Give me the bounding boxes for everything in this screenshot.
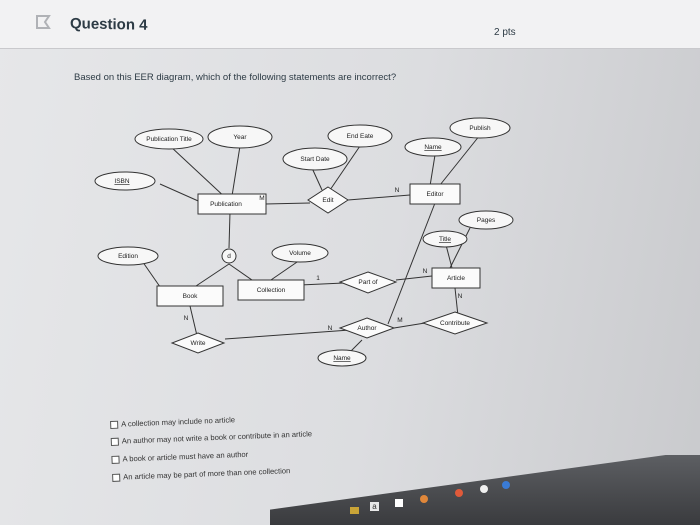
- mail-icon[interactable]: [395, 499, 403, 507]
- card-author-write: N: [328, 325, 333, 332]
- browser-icon[interactable]: [420, 495, 428, 503]
- card-author-contribute: M: [397, 317, 402, 324]
- folder-icon[interactable]: [350, 507, 359, 514]
- app-icon-letter[interactable]: a: [370, 502, 379, 511]
- entity-editor: Editor: [427, 191, 445, 198]
- option-3-checkbox[interactable]: [111, 455, 120, 464]
- entity-book: Book: [183, 293, 199, 300]
- question-header: Question 4 2 pts: [0, 0, 700, 49]
- rel-author: Author: [357, 325, 377, 332]
- rel-write: Write: [190, 340, 205, 347]
- question-prompt: Based on this EER diagram, which of the …: [74, 72, 397, 83]
- attr-edition: Edition: [118, 253, 138, 260]
- card-editor-edit: N: [395, 187, 400, 194]
- card-publication-edit: M: [259, 195, 264, 202]
- attr-author-name: Name: [333, 355, 351, 362]
- option-2-checkbox[interactable]: [110, 437, 119, 446]
- attr-editor-name: Name: [424, 144, 442, 151]
- attr-start-date: Start Date: [300, 156, 330, 163]
- entity-article: Article: [447, 275, 465, 282]
- option-1-checkbox[interactable]: [110, 420, 119, 429]
- card-article-contribute: N: [458, 293, 463, 300]
- answer-options: A collection may include no article An a…: [110, 408, 432, 490]
- attr-publication-title: Publication Title: [146, 136, 192, 143]
- option-4-label: An article may be part of more than one …: [123, 466, 291, 482]
- card-collection-partof: 1: [316, 275, 320, 282]
- attr-end-date: End Eate: [347, 133, 374, 140]
- attr-publish: Publish: [469, 125, 491, 132]
- rel-contribute: Contribute: [440, 320, 470, 327]
- option-2[interactable]: An author may not write a book or contri…: [110, 429, 313, 446]
- specialization-disjoint: d: [227, 253, 231, 260]
- option-3[interactable]: A book or article must have an author: [111, 450, 248, 464]
- record-icon[interactable]: [455, 489, 463, 497]
- attr-volume: Volume: [289, 250, 311, 257]
- circle-app-icon[interactable]: [480, 485, 488, 493]
- attr-pages: Pages: [477, 217, 496, 224]
- card-book-write: N: [184, 315, 189, 322]
- entity-publication: Publication: [210, 201, 242, 208]
- blue-app-icon[interactable]: [502, 481, 510, 489]
- option-3-label: A book or article must have an author: [122, 449, 249, 464]
- option-2-label: An author may not write a book or contri…: [121, 429, 313, 446]
- card-article-partof: N: [423, 268, 428, 275]
- flag-question-icon[interactable]: [34, 14, 52, 30]
- option-4-checkbox[interactable]: [112, 473, 121, 482]
- attr-isbn: ISBN: [114, 178, 129, 185]
- attr-title: Title: [439, 236, 451, 243]
- attr-year: Year: [233, 134, 247, 141]
- entity-collection: Collection: [257, 287, 286, 294]
- rel-edit: Edit: [322, 197, 333, 204]
- question-points: 2 pts: [494, 27, 516, 38]
- option-4[interactable]: An article may be part of more than one …: [112, 466, 290, 482]
- rel-part-of: Part of: [358, 279, 377, 286]
